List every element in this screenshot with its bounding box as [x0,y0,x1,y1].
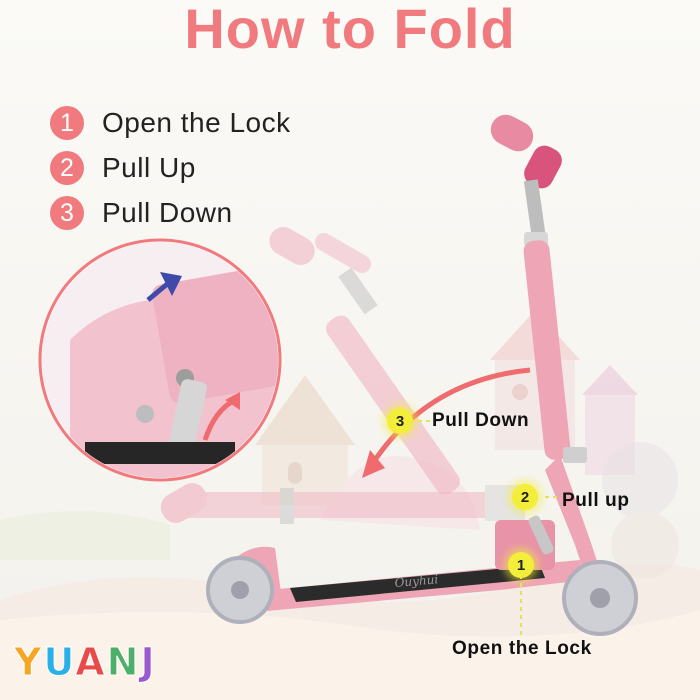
callout-open-lock: Open the Lock [452,638,592,659]
step-3-number: 3 [50,196,84,230]
pull-down-arrow [362,367,531,478]
ground-light [0,610,700,700]
brand-letter-n: N [106,640,141,685]
zoom-inset [38,238,282,482]
step-1-number: 1 [50,106,84,140]
deck-logo: Ouyhui [394,572,439,590]
step-1: 1 Open the Lock [50,106,291,140]
ghost-scooter-folded [160,442,679,579]
marker-3: 3 [387,408,413,434]
brand-letter-j: J [140,640,157,685]
leader-lines [410,420,560,635]
brand-letter-y: Y [14,640,44,685]
marker-2: 2 [512,484,538,510]
step-3-label: Pull Down [102,197,233,228]
callout-pull-up: Pull up [562,490,630,511]
marker-1: 1 [508,552,534,578]
ghost-scooter-tilted [269,227,460,495]
brand-logo: YUANJ [14,640,157,685]
brand-letter-a: A [75,640,107,685]
step-1-label: Open the Lock [102,107,291,138]
page-title: How to Fold [184,0,516,60]
step-2-number: 2 [50,151,84,185]
scooter: Ouyhui [206,114,638,636]
callout-pull-down: Pull Down [432,410,530,431]
step-2: 2 Pull Up [50,151,196,185]
brand-letter-u: U [43,640,76,685]
step-2-label: Pull Up [102,152,196,183]
step-3: 3 Pull Down [50,196,233,230]
